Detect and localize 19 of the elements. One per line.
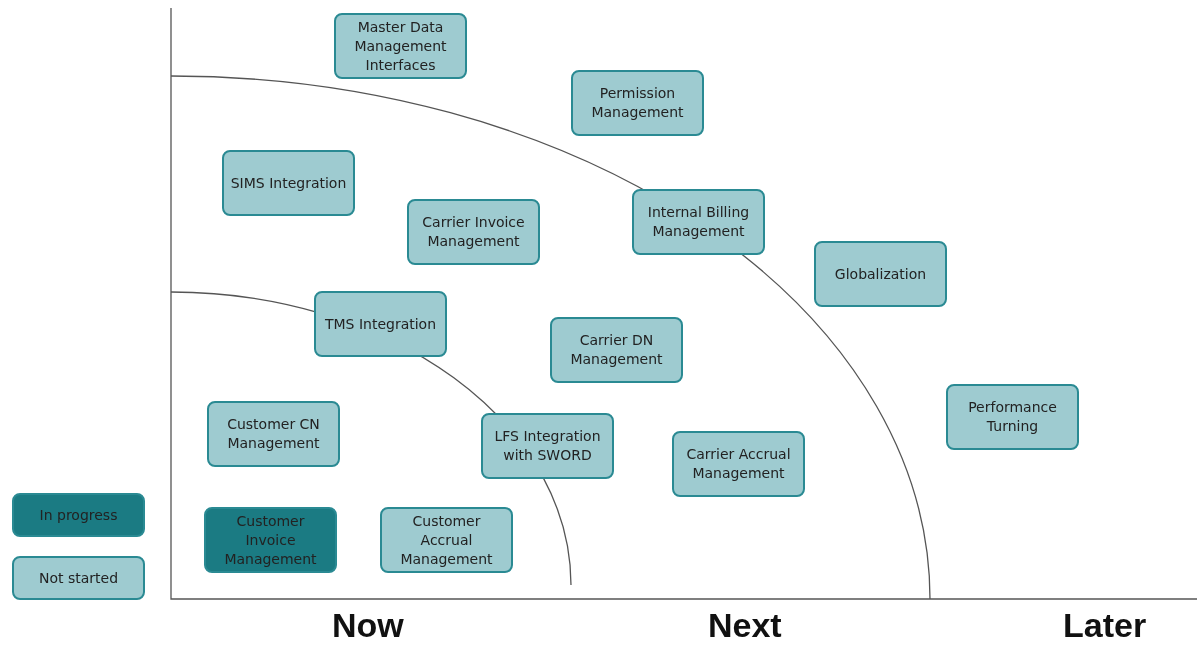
time-horizon-label: Next [708,606,782,645]
roadmap-item-box: Internal Billing Management [632,189,765,255]
roadmap-item-box: Master Data Management Interfaces [334,13,467,79]
roadmap-item-box: Customer Accrual Management [380,507,513,573]
legend-swatch: In progress [12,493,145,537]
roadmap-item-box: SIMS Integration [222,150,355,216]
roadmap-item-box: Customer Invoice Management [204,507,337,573]
roadmap-item-box: LFS Integration with SWORD [481,413,614,479]
roadmap-item-box: Globalization [814,241,947,307]
time-horizon-label: Now [332,606,404,645]
roadmap-item-box: Carrier Accrual Management [672,431,805,497]
roadmap-item-box: Customer CN Management [207,401,340,467]
legend-swatch: Not started [12,556,145,600]
roadmap-item-box: TMS Integration [314,291,447,357]
roadmap-item-box: Carrier Invoice Management [407,199,540,265]
roadmap-item-box: Carrier DN Management [550,317,683,383]
roadmap-item-box: Performance Turning [946,384,1079,450]
time-horizon-label: Later [1063,606,1147,645]
roadmap-item-box: Permission Management [571,70,704,136]
